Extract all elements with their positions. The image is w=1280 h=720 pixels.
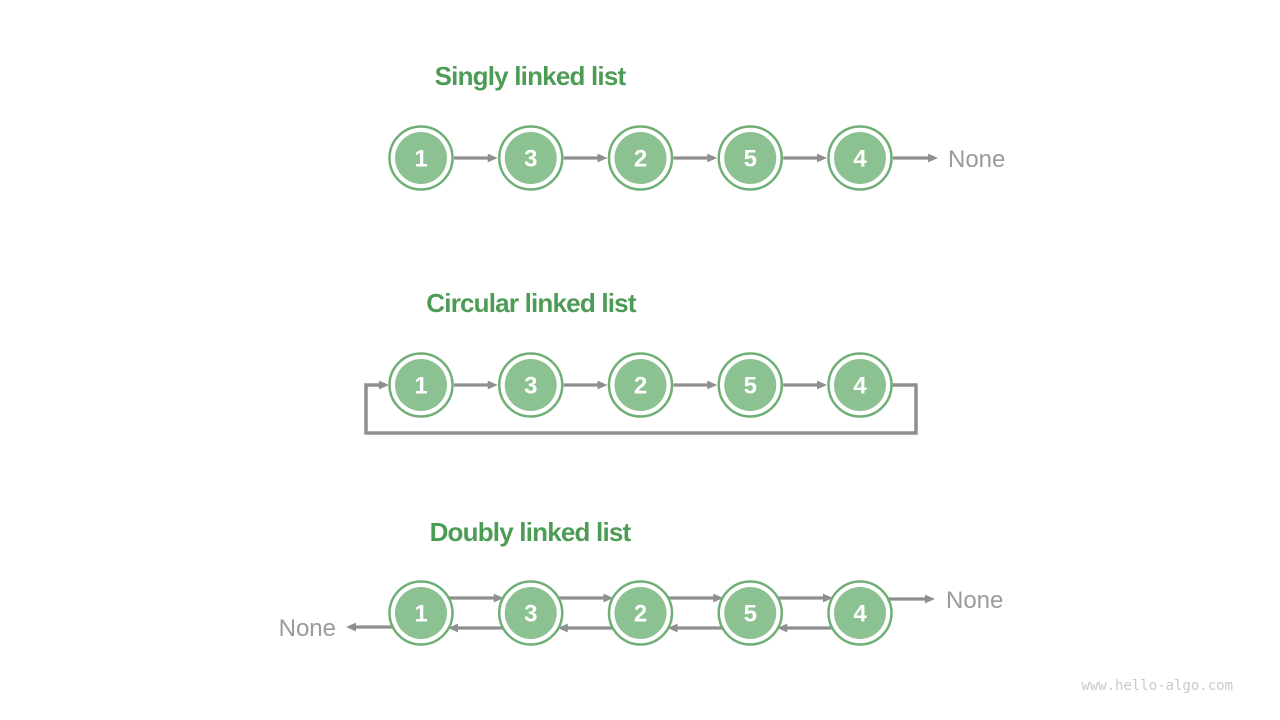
node-value: 1 — [414, 146, 427, 173]
list-node: 5 — [717, 125, 783, 191]
list-node: 4 — [827, 125, 893, 191]
arrow — [893, 153, 938, 163]
node-value: 2 — [634, 373, 647, 400]
list-node: 3 — [498, 125, 564, 191]
node-value: 3 — [524, 601, 537, 628]
node-value: 4 — [853, 373, 867, 400]
node-value: 4 — [853, 146, 867, 173]
arrow — [777, 593, 833, 603]
doubly-linked-list-diagram: 1 3 2 5 4 — [346, 580, 935, 646]
arrow — [448, 623, 504, 633]
doubly-none-left-label: None — [279, 615, 336, 642]
node-value: 2 — [634, 146, 647, 173]
list-node: 4 — [827, 352, 893, 418]
list-node: 5 — [717, 352, 783, 418]
list-node: 2 — [607, 125, 674, 191]
arrow — [346, 622, 394, 632]
arrow — [667, 593, 724, 603]
node-value: 3 — [524, 146, 537, 173]
doubly-none-right-label: None — [946, 587, 1003, 614]
list-node: 1 — [388, 580, 454, 646]
arrow — [454, 380, 498, 390]
list-node: 5 — [717, 580, 783, 646]
circular-linked-list-diagram: 1 3 2 5 4 — [364, 352, 918, 435]
list-node: 3 — [498, 580, 564, 646]
node-value: 5 — [744, 373, 757, 400]
node-value: 5 — [744, 146, 757, 173]
node-value: 1 — [414, 373, 427, 400]
watermark: www.hello-algo.com — [1081, 678, 1233, 694]
singly-linked-list-title: Singly linked list — [435, 61, 627, 91]
arrow — [887, 594, 935, 604]
arrow — [673, 380, 718, 390]
circular-loop-arrowhead — [379, 380, 389, 390]
node-value: 2 — [634, 601, 647, 628]
circular-loop-line — [364, 383, 918, 435]
singly-none-label: None — [948, 146, 1005, 173]
arrow — [448, 593, 504, 603]
arrow — [777, 623, 833, 633]
list-node: 4 — [827, 580, 893, 646]
arrow — [667, 623, 724, 633]
arrow — [454, 153, 498, 163]
node-value: 1 — [414, 601, 427, 628]
list-node: 2 — [607, 580, 674, 646]
arrow — [557, 623, 614, 633]
arrow — [673, 153, 718, 163]
arrow — [557, 593, 614, 603]
list-node: 1 — [388, 352, 454, 418]
list-node: 3 — [498, 352, 564, 418]
circular-linked-list-title: Circular linked list — [426, 288, 637, 318]
node-value: 3 — [524, 373, 537, 400]
node-value: 4 — [853, 601, 867, 628]
arrow — [563, 153, 608, 163]
arrow — [563, 380, 608, 390]
node-value: 5 — [744, 601, 757, 628]
doubly-linked-list-title: Doubly linked list — [430, 517, 632, 547]
arrow — [783, 153, 827, 163]
arrow — [783, 380, 827, 390]
list-node: 2 — [607, 352, 674, 418]
singly-linked-list-diagram: 1 3 2 5 4 — [388, 125, 938, 191]
list-node: 1 — [388, 125, 454, 191]
